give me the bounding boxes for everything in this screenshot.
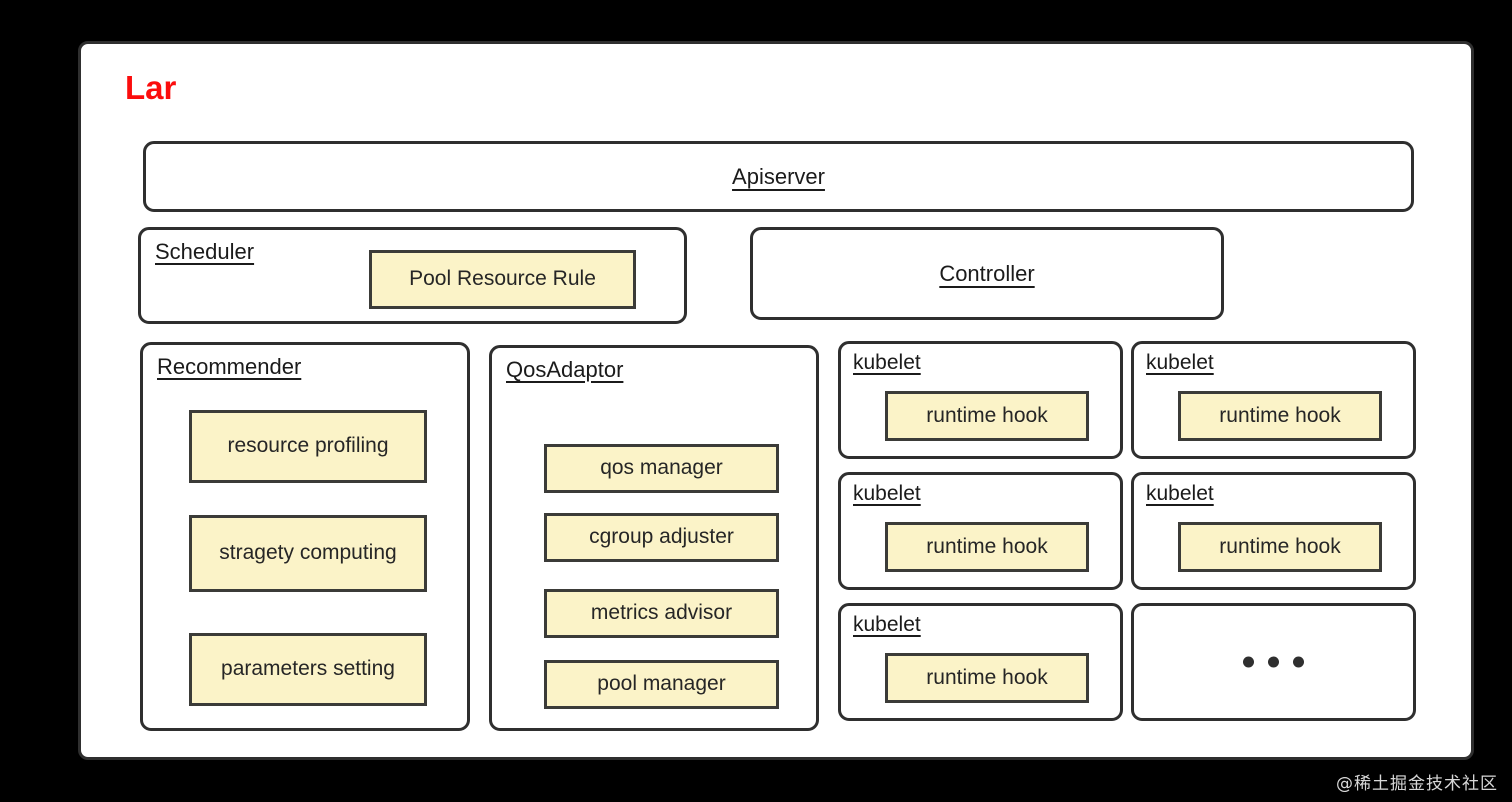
qosadaptor-label: QosAdaptor bbox=[506, 357, 624, 382]
node-pool-manager[interactable]: pool manager bbox=[544, 660, 779, 709]
kubelet-box[interactable]: kubelet runtime hook bbox=[1131, 341, 1416, 459]
node-runtime-hook[interactable]: runtime hook bbox=[885, 522, 1089, 572]
controller-label: Controller bbox=[939, 260, 1035, 286]
kubelet-label: kubelet bbox=[853, 482, 921, 505]
scheduler-label: Scheduler bbox=[155, 239, 255, 264]
apiserver-label: Apiserver bbox=[732, 163, 825, 189]
recommender-label: Recommender bbox=[157, 354, 302, 379]
node-parameters-setting[interactable]: parameters setting bbox=[189, 633, 427, 706]
apiserver-box[interactable]: Apiserver bbox=[143, 141, 1414, 212]
node-resource-profiling[interactable]: resource profiling bbox=[189, 410, 427, 483]
ellipsis-dot bbox=[1243, 656, 1254, 668]
controller-box[interactable]: Controller bbox=[750, 227, 1224, 320]
watermark: @稀土掘金技术社区 bbox=[1336, 774, 1498, 794]
more-nodes-box[interactable] bbox=[1131, 603, 1416, 721]
scheduler-box[interactable]: Scheduler Pool Resource Rule bbox=[138, 227, 687, 324]
recommender-box[interactable]: Recommender resource profiling stragety … bbox=[140, 342, 470, 731]
node-runtime-hook[interactable]: runtime hook bbox=[1178, 391, 1382, 441]
node-runtime-hook[interactable]: runtime hook bbox=[885, 653, 1089, 703]
page-title: Lar bbox=[125, 69, 177, 106]
ellipsis-icon bbox=[1134, 656, 1413, 668]
node-qos-manager[interactable]: qos manager bbox=[544, 444, 779, 493]
node-metrics-advisor[interactable]: metrics advisor bbox=[544, 589, 779, 638]
node-runtime-hook[interactable]: runtime hook bbox=[885, 391, 1089, 441]
diagram-panel: Lar Apiserver Scheduler Pool Resource Ru… bbox=[78, 41, 1474, 760]
kubelet-label: kubelet bbox=[853, 613, 921, 636]
qosadaptor-box[interactable]: QosAdaptor qos manager cgroup adjuster m… bbox=[489, 345, 819, 731]
node-runtime-hook[interactable]: runtime hook bbox=[1178, 522, 1382, 572]
kubelet-box[interactable]: kubelet runtime hook bbox=[838, 472, 1123, 590]
node-stragety-computing[interactable]: stragety computing bbox=[189, 515, 427, 592]
kubelet-box[interactable]: kubelet runtime hook bbox=[838, 341, 1123, 459]
kubelet-box[interactable]: kubelet runtime hook bbox=[838, 603, 1123, 721]
ellipsis-dot bbox=[1293, 656, 1304, 668]
node-cgroup-adjuster[interactable]: cgroup adjuster bbox=[544, 513, 779, 562]
ellipsis-dot bbox=[1268, 656, 1279, 668]
kubelet-label: kubelet bbox=[853, 351, 921, 374]
kubelet-box[interactable]: kubelet runtime hook bbox=[1131, 472, 1416, 590]
kubelet-label: kubelet bbox=[1146, 351, 1214, 374]
kubelet-label: kubelet bbox=[1146, 482, 1214, 505]
node-pool-resource-rule[interactable]: Pool Resource Rule bbox=[369, 250, 636, 309]
